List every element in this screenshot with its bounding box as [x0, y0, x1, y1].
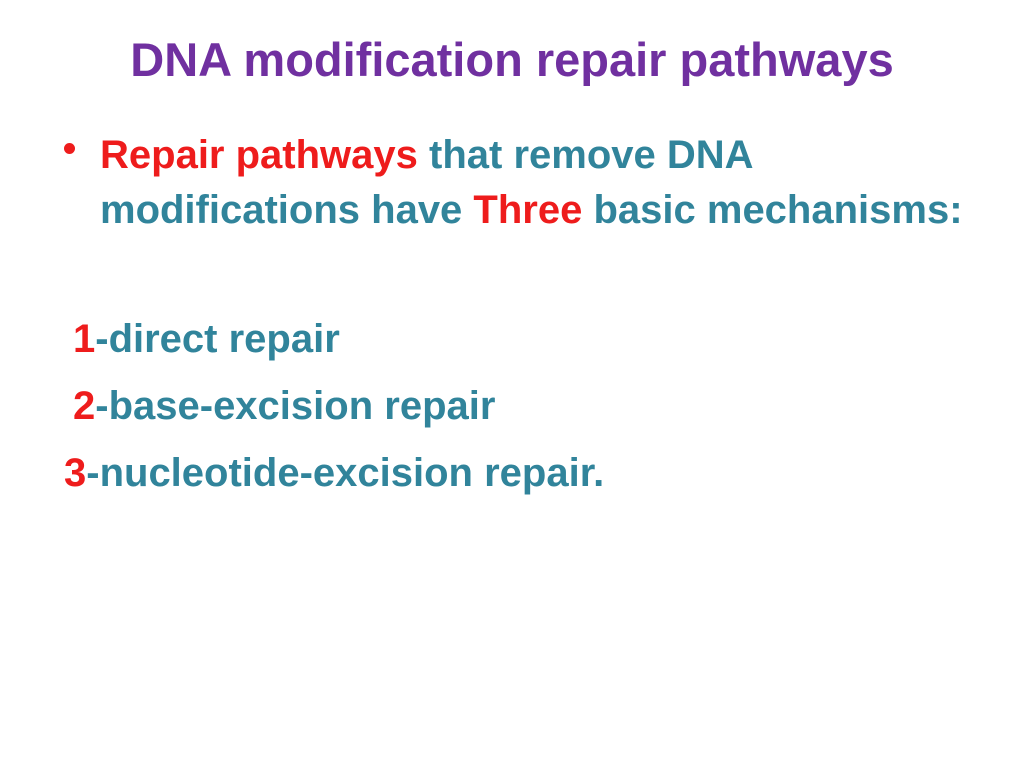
- text-segment: modifications have: [100, 188, 474, 232]
- text-segment: Three: [473, 188, 583, 232]
- list-item-direct-repair: 1-direct repair: [64, 319, 604, 359]
- text-segment: -nucleotide-excision repair.: [86, 451, 605, 495]
- text-segment: basic mechanisms:: [582, 188, 963, 232]
- slide-title: DNA modification repair pathways: [130, 33, 894, 86]
- text-segment: -base-excision repair: [95, 384, 496, 428]
- text-segment: Repair pathways: [100, 133, 418, 177]
- text-segment: -direct repair: [95, 317, 340, 361]
- text-segment: 2: [73, 384, 96, 428]
- bullet-dot-icon: [64, 143, 75, 154]
- text-segment: 1: [73, 317, 96, 361]
- bullet-paragraph: Repair pathways that remove DNA modifica…: [100, 128, 963, 238]
- text-segment: that remove DNA: [417, 133, 754, 177]
- list-item-nucleotide-excision-repair: 3-nucleotide-excision repair.: [64, 453, 604, 493]
- bullet-line-1: Repair pathways that remove DNA: [100, 128, 963, 183]
- list-item-base-excision-repair: 2-base-excision repair: [64, 386, 604, 426]
- bullet-line-2: modifications have Three basic mechanism…: [100, 183, 963, 238]
- numbered-list: 1-direct repair 2-base-excision repair 3…: [64, 319, 604, 520]
- text-segment: 3: [64, 451, 87, 495]
